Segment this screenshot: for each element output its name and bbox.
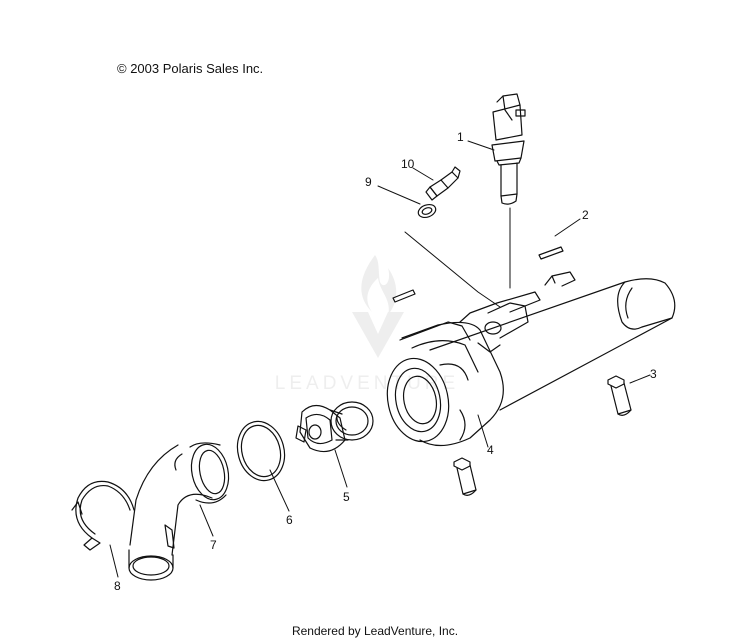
callout-2: 2 — [582, 208, 589, 222]
part-thermostat — [295, 401, 374, 453]
callout-4: 4 — [487, 443, 494, 457]
watermark: LEADVENTURE — [275, 255, 459, 394]
watermark-flame-icon — [361, 255, 397, 315]
part-elbow-hose — [128, 442, 230, 581]
callout-5: 5 — [343, 490, 350, 504]
watermark-v-icon — [352, 312, 404, 358]
callout-labels: 1 2 3 4 5 6 7 8 9 10 — [114, 130, 657, 593]
watermark-text: LEADVENTURE — [275, 373, 459, 394]
callout-10: 10 — [401, 157, 415, 171]
part-bolt — [453, 375, 632, 496]
copyright-notice: © 2003 Polaris Sales Inc. — [117, 61, 264, 76]
part-o-ring-large — [236, 420, 286, 482]
part-bleed-fitting — [425, 166, 461, 201]
part-thermostat-housing — [386, 271, 676, 447]
callout-8: 8 — [114, 579, 121, 593]
callout-7: 7 — [210, 538, 217, 552]
part-retaining-clip — [71, 480, 135, 551]
part-temperature-sensor — [491, 93, 526, 205]
leader-lines — [109, 140, 651, 578]
part-o-ring-small — [417, 203, 437, 219]
footer-credit: Rendered by LeadVenture, Inc. — [291, 624, 459, 638]
part-pin — [392, 246, 564, 303]
callout-1: 1 — [457, 130, 464, 144]
callout-6: 6 — [286, 513, 293, 527]
callout-3: 3 — [650, 367, 657, 381]
callout-9: 9 — [365, 175, 372, 189]
